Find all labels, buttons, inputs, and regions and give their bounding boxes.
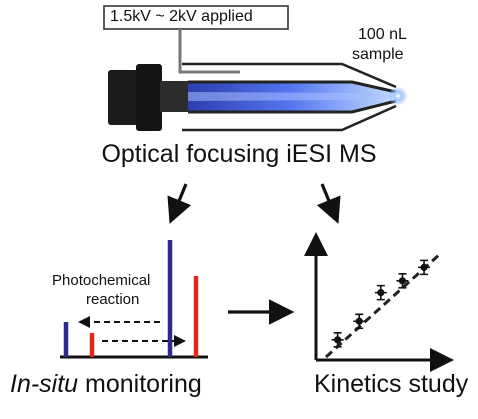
kinetics-point <box>353 313 366 330</box>
monitoring-label: In-situ monitoring <box>10 372 202 397</box>
kinetics-point <box>418 259 431 276</box>
kinetics-point-marker <box>355 317 363 325</box>
in-situ-text: In-situ <box>10 370 79 398</box>
kinetics-point-marker <box>377 289 385 297</box>
monitoring-text: monitoring <box>78 370 202 398</box>
arrow-to-monitoring <box>167 183 192 224</box>
photochemical-label: Photochemical <box>52 272 151 289</box>
kinetics-plot <box>304 232 454 372</box>
light-beam <box>188 92 396 101</box>
voltage-label-box <box>103 5 289 30</box>
kinetics-point-marker <box>420 263 428 271</box>
voltage-label: 1.5kV ~ 2kV applied <box>110 8 253 25</box>
kinetics-point <box>396 273 409 289</box>
reaction-label: reaction <box>86 291 140 308</box>
kinetics-point <box>331 331 344 348</box>
kinetics-point-marker <box>398 277 407 285</box>
spectrum-panel <box>60 240 208 359</box>
main-title: Optical focusing iESI MS <box>101 140 377 168</box>
sample-volume-label: 100 nL <box>358 26 407 43</box>
tip-glow <box>388 86 408 106</box>
arrow-to-kinetics <box>316 183 341 224</box>
kinetics-point <box>374 284 387 301</box>
kinetics-point-marker <box>334 336 342 344</box>
kinetics-label: Kinetics study <box>314 370 469 398</box>
sample-label: sample <box>352 46 404 63</box>
kinetics-points <box>331 259 431 348</box>
emitter-body <box>108 64 188 131</box>
voltage-wire <box>178 29 240 74</box>
